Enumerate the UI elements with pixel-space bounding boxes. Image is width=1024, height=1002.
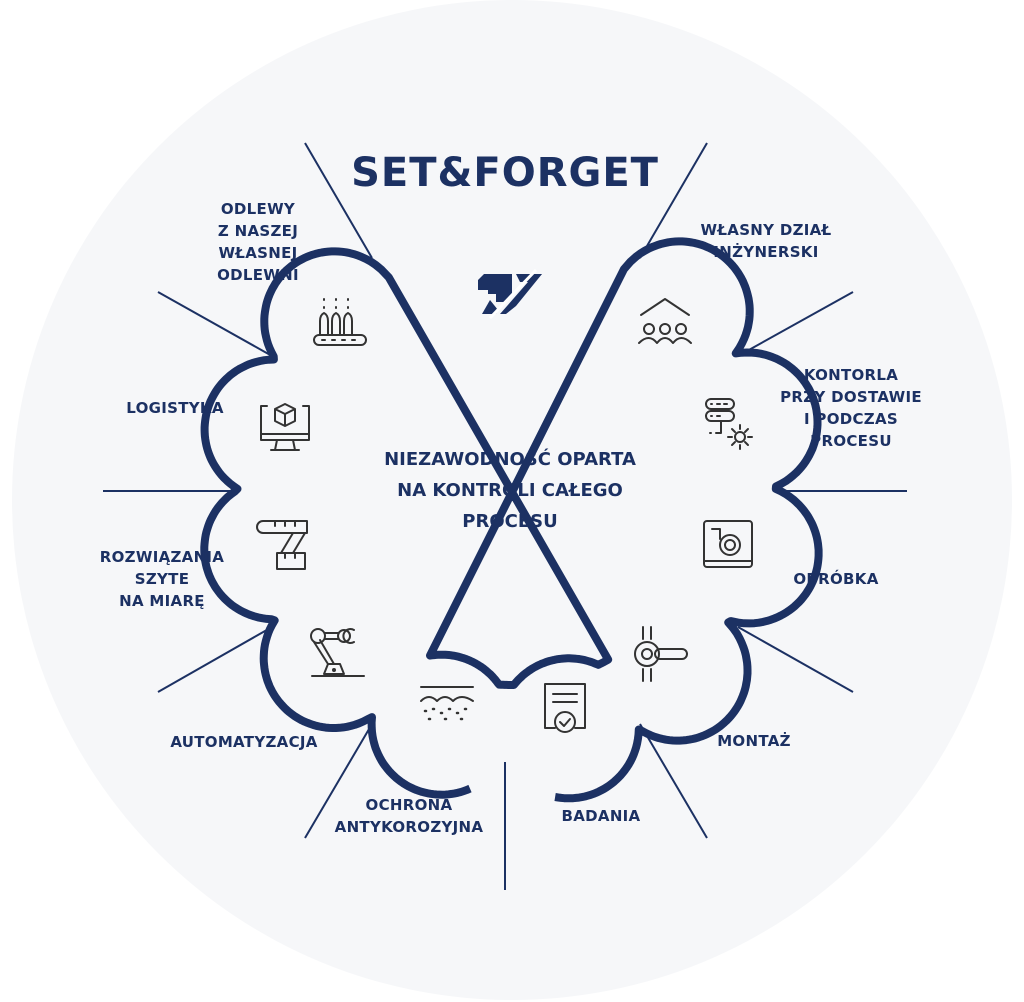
- divider-line: [639, 142, 708, 259]
- divider-line: [639, 723, 708, 839]
- label-line: WŁASNEJ: [218, 244, 298, 262]
- label-line: SZYTE: [134, 570, 190, 588]
- inspection-gear-icon: [696, 393, 760, 457]
- label-line: WŁASNY DZIAŁ: [700, 221, 832, 239]
- divider-line: [157, 291, 273, 357]
- label-obrobka: OBRÓBKA: [793, 568, 878, 590]
- label-line: ROZWIĄZANIA: [99, 548, 225, 566]
- center-text: NIEZAWODNOŚĆ OPARTA NA KONTROLI CAŁEGO P…: [384, 444, 636, 537]
- label-line: LOGISTYKA: [126, 399, 224, 417]
- divider-line: [157, 626, 273, 693]
- center-line: NA KONTROLI CAŁEGO: [397, 480, 623, 501]
- label-line: INŻYNERSKI: [713, 243, 819, 261]
- label-line: PROCESU: [810, 432, 892, 450]
- label-ochrona: OCHRONA ANTYKOROZYJNA: [335, 794, 484, 838]
- label-line: OCHRONA: [365, 796, 453, 814]
- logo-icon: [478, 268, 542, 320]
- label-automatyzacja: AUTOMATYZACJA: [170, 731, 317, 753]
- label-line: ODLEWY: [220, 200, 296, 218]
- label-logistyka: LOGISTYKA: [126, 397, 224, 419]
- label-line: KONTORLA: [803, 366, 899, 384]
- center-line: NIEZAWODNOŚĆ OPARTA: [384, 449, 636, 470]
- robot-arm-icon: [308, 618, 372, 682]
- divider-line: [737, 626, 854, 693]
- label-rozwiazania: ROZWIĄZANIA SZYTE NA MIARĘ: [100, 546, 224, 612]
- center-line: PROCESU: [462, 511, 558, 532]
- divider-line: [304, 723, 373, 839]
- divider-line: [304, 142, 373, 259]
- label-odlewy: ODLEWY Z NASZEJ WŁASNEJ ODLEWNI: [217, 198, 299, 286]
- gear-outline: [200, 237, 823, 803]
- label-line: NA MIARĘ: [119, 592, 205, 610]
- brand-title: SET&FORGET: [351, 150, 659, 196]
- label-badania: BADANIA: [562, 805, 641, 827]
- anticorrosion-coating-icon: [415, 673, 479, 737]
- label-line: MONTAŻ: [717, 732, 791, 750]
- logistics-monitor-icon: [253, 398, 317, 462]
- label-line: BADANIA: [561, 807, 641, 825]
- engineering-team-icon: [633, 293, 697, 357]
- casting-icon: [308, 293, 372, 357]
- label-line: AUTOMATYZACJA: [170, 733, 318, 751]
- divider-line: [737, 291, 854, 357]
- label-line: OBRÓBKA: [793, 570, 879, 588]
- label-kontrola: KONTORLA PRZY DOSTAWIE I PODCZAS PROCESU: [780, 364, 922, 452]
- tape-measure-icon: [253, 513, 317, 577]
- label-line: Z NASZEJ: [217, 222, 299, 240]
- label-line: ODLEWNI: [217, 266, 299, 284]
- machining-icon: [696, 513, 760, 577]
- label-montaz: MONTAŻ: [717, 730, 791, 752]
- label-line: PRZY DOSTAWIE: [780, 388, 922, 406]
- label-line: ANTYKOROZYJNA: [334, 818, 484, 836]
- label-line: I PODCZAS: [803, 410, 898, 428]
- testing-certificate-icon: [533, 678, 597, 742]
- assembly-icon: [633, 623, 697, 687]
- label-inzynierski: WŁASNY DZIAŁ INŻYNERSKI: [701, 219, 832, 263]
